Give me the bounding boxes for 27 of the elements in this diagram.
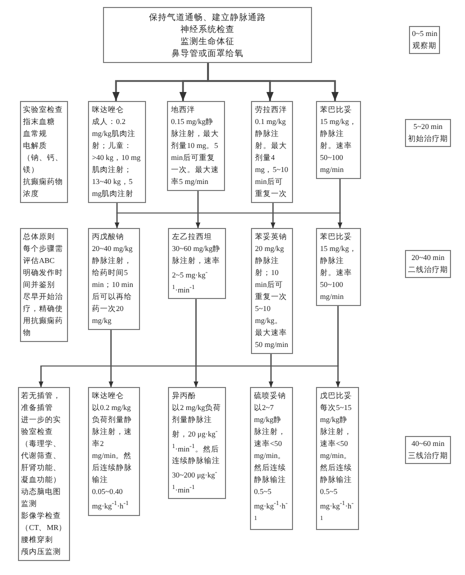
phase-box [405,119,451,147]
drug-box [251,228,293,354]
action-text: 神经系统检查 [180,23,236,35]
arrow [338,179,342,228]
drug-box [316,228,361,306]
drug-box [168,228,226,300]
note-box [20,228,68,342]
drug-box [88,101,146,203]
drug-box [168,387,226,500]
action-text: 保持气道通畅、建立静脉通路 [148,11,267,23]
phase-box [409,26,440,54]
drug-box [88,387,140,516]
drug-box [316,387,359,530]
note-box [20,101,68,203]
drug-box [167,101,225,191]
action-box [103,7,312,63]
phase-box [405,436,451,464]
drug-box [316,101,361,179]
note-box [18,387,70,561]
drug-box [251,101,293,203]
phase-box [405,250,451,278]
drug-box [88,228,140,330]
arrow [207,63,339,101]
action-text: 监测生命体征 [180,35,236,47]
arrow [336,306,340,387]
drug-box [250,387,293,530]
action-text: 鼻导管或面罩给氧 [170,47,244,59]
